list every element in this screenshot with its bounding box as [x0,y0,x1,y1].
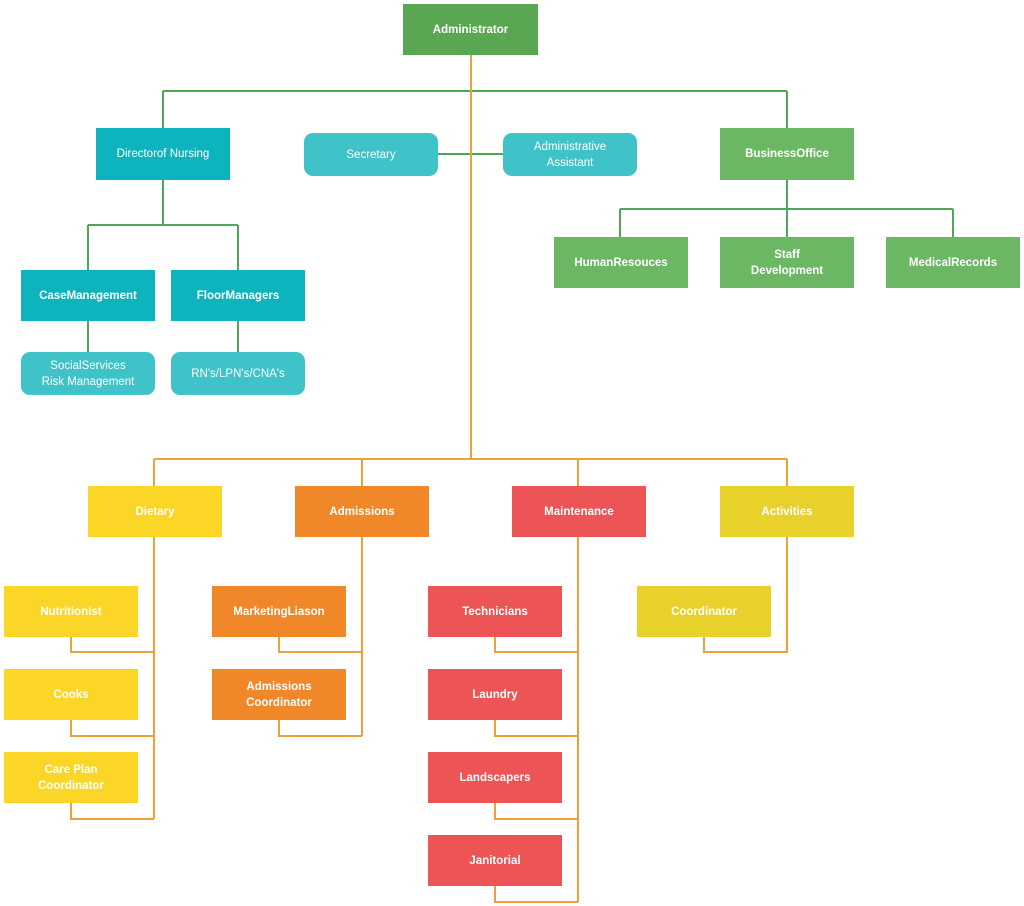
coordinator-box: Coordinator [637,586,771,637]
green-connectors [87,90,954,352]
director-of-nursing-box: Directorof Nursing [96,128,230,180]
marketing-liason-box: MarketingLiason [212,586,346,637]
activities-box: Activities [720,486,854,537]
janitorial-box: Janitorial [428,835,562,886]
laundry-box: Laundry [428,669,562,720]
care-plan-coordinator-box: Care Plan Coordinator [4,752,138,803]
secretary-box: Secretary [304,133,438,176]
cooks-box: Cooks [4,669,138,720]
technicians-box: Technicians [428,586,562,637]
business-office-box: BusinessOffice [720,128,854,180]
dietary-box: Dietary [88,486,222,537]
nutritionist-box: Nutritionist [4,586,138,637]
administrator-box: Administrator [403,4,538,55]
social-services-box: SocialServices Risk Management [21,352,155,395]
rns-lpns-cnas-box: RN's/LPN's/CNA's [171,352,305,395]
medical-records-box: MedicalRecords [886,237,1020,288]
case-management-box: CaseManagement [21,270,155,321]
admissions-box: Admissions [295,486,429,537]
maintenance-box: Maintenance [512,486,646,537]
landscapers-box: Landscapers [428,752,562,803]
administrative-assistant-box: Administrative Assistant [503,133,637,176]
human-resources-box: HumanResouces [554,237,688,288]
admissions-coordinator-box: Admissions Coordinator [212,669,346,720]
orange-connectors [70,55,788,903]
staff-development-box: Staff Development [720,237,854,288]
floor-managers-box: FloorManagers [171,270,305,321]
